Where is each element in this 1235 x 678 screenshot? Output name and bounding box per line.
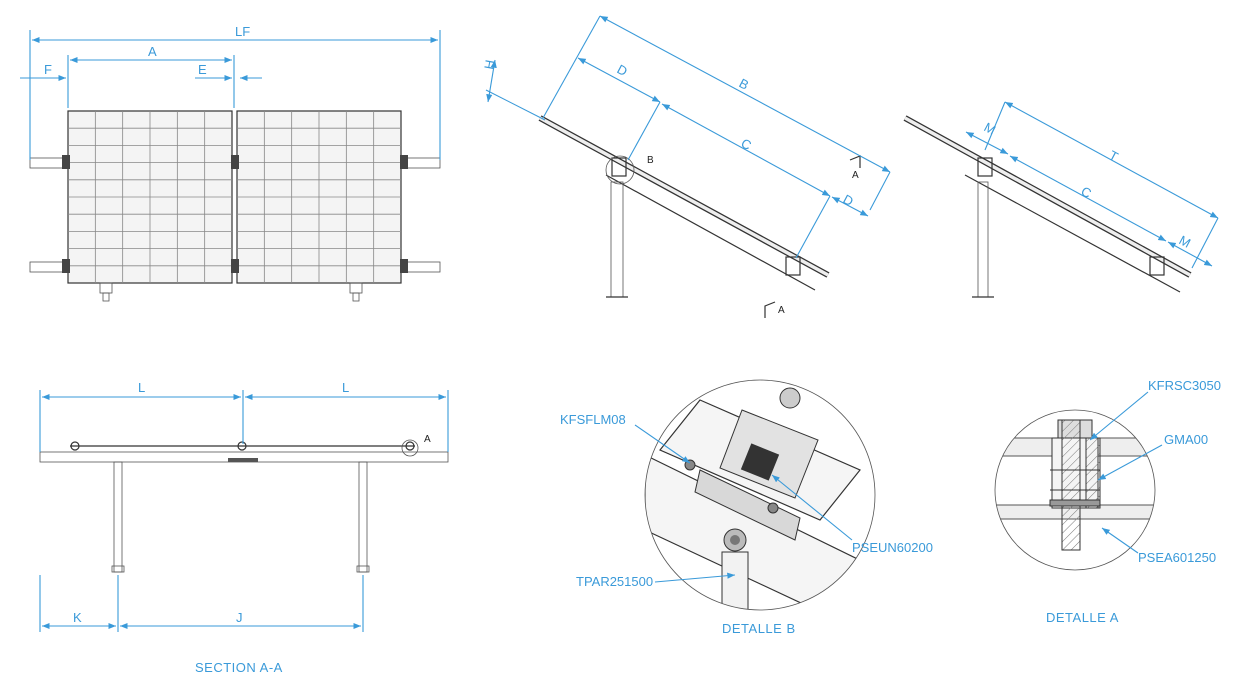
solar-panel-left xyxy=(67,110,233,284)
dim-d-bottom: D xyxy=(841,191,856,209)
side-view: B A A H B D C D xyxy=(481,15,891,318)
dim-d-top: D xyxy=(615,61,630,79)
marker-a-bottom: A xyxy=(778,305,785,316)
dim-h: H xyxy=(481,59,497,71)
dim-c-2: C xyxy=(1079,183,1094,201)
detail-b: KFSFLM08 PSEUN60200 TPAR251500 DETALLE B xyxy=(560,379,933,636)
detail-a-title: DETALLE A xyxy=(1046,610,1119,625)
solar-panel-right xyxy=(236,110,402,284)
marker-a-top: A xyxy=(852,170,859,181)
dim-m-top: M xyxy=(982,119,999,137)
dim-lf: LF xyxy=(235,24,250,39)
section-view: A L L K J SECTION A-A xyxy=(39,380,449,675)
dim-j: J xyxy=(236,610,243,625)
callout-tpar251500: TPAR251500 xyxy=(576,574,653,589)
callout-kfsflm08: KFSFLM08 xyxy=(560,412,626,427)
dim-e: E xyxy=(198,62,207,77)
callout-kfrsc3050: KFRSC3050 xyxy=(1148,378,1221,393)
callout-pseun60200: PSEUN60200 xyxy=(852,540,933,555)
side-view-2: T M C M xyxy=(903,101,1219,298)
detail-a: KFRSC3050 GMA00 PSEA601250 DETALLE A xyxy=(994,378,1221,625)
dim-c: C xyxy=(739,135,754,153)
front-view: LF A F E xyxy=(20,24,441,302)
dim-t: T xyxy=(1107,147,1121,164)
callout-gma00: GMA00 xyxy=(1164,432,1208,447)
dim-a: A xyxy=(148,44,157,59)
marker-b: B xyxy=(647,155,654,166)
dim-l-right: L xyxy=(342,380,349,395)
dim-k: K xyxy=(73,610,82,625)
section-title: SECTION A-A xyxy=(195,660,283,675)
dim-l-left: L xyxy=(138,380,145,395)
detail-b-title: DETALLE B xyxy=(722,621,796,636)
dim-f: F xyxy=(44,62,52,77)
section-marker-a: A xyxy=(424,434,431,445)
callout-psea601250: PSEA601250 xyxy=(1138,550,1216,565)
